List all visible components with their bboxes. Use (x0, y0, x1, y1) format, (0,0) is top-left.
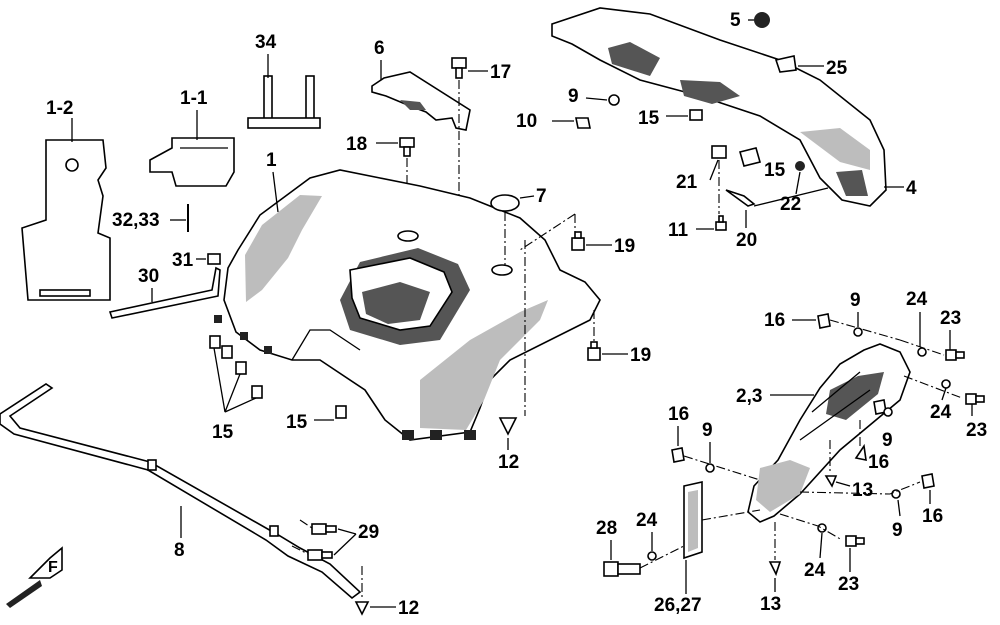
callout-10: 10 (516, 111, 537, 132)
callout-12-center: 12 (498, 452, 519, 473)
callout-34: 34 (255, 32, 277, 53)
part-12-rivet-bottom (354, 601, 370, 616)
part-1-1-bracket (149, 137, 235, 187)
part-12-rivet-center (498, 417, 518, 436)
callout-19-lower: 19 (630, 345, 651, 366)
callout-25: 25 (826, 58, 848, 79)
callout-19-upper: 19 (614, 236, 635, 257)
part-30-rod (108, 266, 221, 319)
part-1-2-panel (21, 139, 111, 301)
callout-9-right: 9 (882, 430, 893, 451)
callout-24-lower-left: 24 (636, 510, 658, 531)
callout-24-lower: 24 (804, 560, 826, 581)
callout-18: 18 (346, 134, 367, 155)
part-4-rear-bar (551, 7, 887, 207)
front-direction-icon: F (6, 546, 63, 608)
part-6-plate (371, 71, 471, 131)
callout-28: 28 (596, 518, 617, 539)
part-5-cap (754, 12, 770, 28)
callout-23-mid: 23 (966, 420, 987, 441)
callout-15-bar: 15 (638, 108, 660, 129)
part-22-nut (795, 161, 805, 171)
callout-22: 22 (780, 194, 801, 215)
callout-21: 21 (676, 172, 698, 193)
callout-1-2: 1-2 (46, 98, 73, 119)
callout-1: 1 (266, 150, 277, 171)
callout-16-right: 16 (868, 452, 889, 473)
callout-1-1: 1-1 (180, 88, 208, 109)
callout-16-lower: 16 (922, 506, 943, 527)
callout-9-upper: 9 (850, 290, 861, 311)
callout-15-center: 15 (286, 412, 308, 433)
part-2-3-side-guard (747, 343, 911, 523)
part-28-bolt (603, 561, 641, 577)
callout-9-lower: 9 (892, 520, 903, 541)
callout-23-lower: 23 (838, 574, 859, 595)
callout-6: 6 (374, 38, 385, 59)
callout-8: 8 (174, 540, 185, 561)
part-11-bolt (715, 215, 727, 231)
callout-16-upper: 16 (764, 310, 785, 331)
part-20-bracket (725, 189, 756, 207)
callout-15-fender: 15 (212, 422, 234, 443)
callout-29: 29 (358, 522, 379, 543)
svg-text:F: F (48, 559, 58, 576)
callout-5: 5 (730, 10, 741, 31)
callout-7: 7 (536, 186, 547, 207)
part-31-clip (207, 253, 221, 265)
callout-9-top: 9 (568, 86, 579, 107)
part-19-bolt-upper (571, 231, 585, 251)
callout-23-upper: 23 (940, 308, 961, 329)
callout-32-33: 32,33 (112, 210, 160, 231)
callout-24-mid: 24 (930, 402, 952, 423)
part-29-bolts (307, 523, 337, 561)
callout-2-3: 2,3 (736, 386, 762, 407)
part-18-bolt (399, 137, 415, 157)
part-21-nut (711, 145, 727, 159)
callout-15-bar-right: 15 (764, 160, 786, 181)
callout-17: 17 (490, 62, 511, 83)
callout-31: 31 (172, 250, 194, 271)
callout-13-right: 13 (852, 480, 873, 501)
part-13-rivet (768, 561, 782, 577)
callout-20: 20 (736, 230, 757, 251)
callout-30: 30 (138, 266, 159, 287)
callout-16-left: 16 (668, 404, 689, 425)
callout-13-bottom: 13 (760, 594, 781, 615)
part-19-bolt-lower (587, 341, 601, 361)
part-23-bolt-lower (845, 535, 865, 547)
part-17-bolt (451, 57, 467, 79)
callout-26-27: 26,27 (654, 595, 702, 616)
part-8-frame-bar (0, 383, 362, 600)
part-23-bolt-upper (945, 349, 965, 361)
callout-4: 4 (906, 178, 917, 199)
callout-9-left: 9 (702, 420, 713, 441)
part-1-rear-fender (214, 169, 601, 441)
part-34-rack-bracket (247, 75, 321, 129)
part-23-bolt-mid (965, 393, 985, 405)
callout-12-bottom: 12 (398, 598, 419, 619)
part-7-cap (490, 194, 520, 212)
callout-11: 11 (668, 220, 689, 241)
part-25-clip (774, 55, 797, 73)
callout-24-upper: 24 (906, 289, 928, 310)
